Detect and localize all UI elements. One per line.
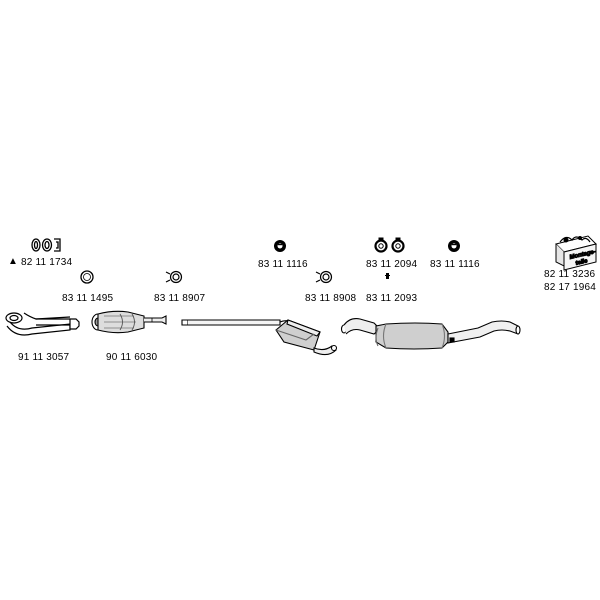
- part-number-front-pipe: 91 11 3057: [18, 352, 70, 363]
- rubber-mount-icon: [448, 240, 460, 252]
- clamp-icon: [315, 270, 333, 284]
- part-number-clamp-8907: 83 11 8907: [154, 293, 206, 304]
- part-number-kit-a: 82 11 3236: [544, 269, 596, 280]
- triangle-marker: ▲: [8, 256, 19, 267]
- front-pipe-icon: [5, 312, 80, 336]
- rubber-mount-icon: [274, 240, 286, 252]
- mount-pair-icon: [374, 237, 405, 253]
- catalyst-icon: [91, 310, 167, 334]
- part-number-mount-2093: 83 11 2093: [366, 293, 418, 304]
- part-number-seal-set: 82 11 1734: [21, 257, 73, 268]
- seal-set-icon: [31, 238, 61, 252]
- part-number-mount-pair: 83 11 2094: [366, 259, 418, 270]
- clamp-icon: [165, 270, 183, 284]
- part-number-ring: 83 11 1495: [62, 293, 114, 304]
- part-number-catalyst: 90 11 6030: [106, 352, 158, 363]
- ring-icon: [80, 270, 94, 284]
- part-number-mount-right: 83 11 1116: [430, 259, 480, 270]
- box-text-teile: teile: [575, 258, 589, 267]
- rear-muffler-icon: [340, 318, 521, 350]
- part-number-mount-center: 83 11 1116: [258, 259, 308, 270]
- rubber-block-icon: [385, 273, 390, 279]
- mounting-kit-box-icon: Montage- teile: [555, 235, 597, 271]
- part-number-kit-b: 82 17 1964: [544, 282, 597, 293]
- part-number-clamp-8908: 83 11 8908: [305, 293, 357, 304]
- center-muffler-icon: [181, 319, 338, 356]
